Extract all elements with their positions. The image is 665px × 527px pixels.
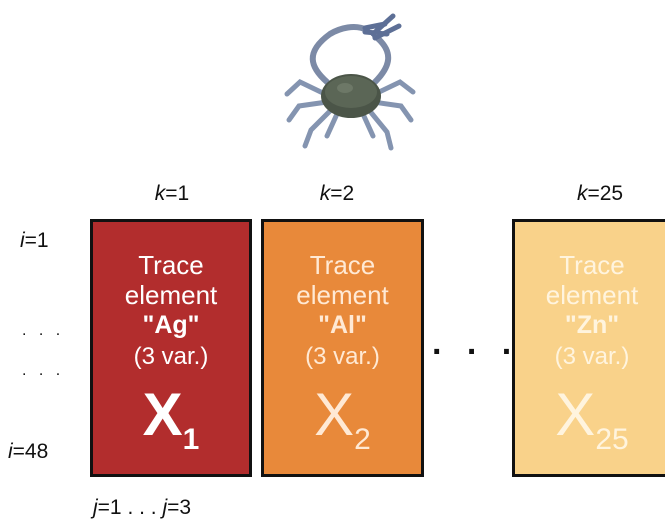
block-matrix-label: X25: [555, 381, 629, 457]
block-line-element: element: [545, 280, 639, 310]
matrix-block-zn: Trace element "Zn" (3 var.) X25: [512, 219, 665, 477]
block-line-trace: Trace: [309, 250, 376, 280]
row-label-first: i=1: [20, 229, 49, 252]
row-ellipsis-2: . . .: [22, 362, 65, 379]
block-element-symbol: "Zn": [564, 311, 620, 339]
block-element-symbol: "Ag": [142, 311, 200, 339]
block-line-trace: Trace: [138, 250, 204, 280]
column-header-k1: k=1: [154, 182, 190, 205]
row-label-last: i=48: [8, 440, 49, 463]
matrix-block-al: Trace element "Al" (3 var.) X2: [261, 219, 424, 477]
block-line-trace: Trace: [559, 250, 625, 280]
crab-illustration: [284, 13, 416, 151]
block-matrix-label: X1: [142, 381, 200, 457]
block-variable-count: (3 var.): [133, 343, 209, 370]
column-header-k2: k=2: [319, 182, 355, 205]
column-variable-labels: j=1 . . . j=3: [93, 496, 192, 519]
block-variable-count: (3 var.): [554, 343, 630, 370]
column-header-k25: k=25: [576, 182, 624, 205]
block-matrix-label: X2: [314, 381, 371, 457]
block-variable-count: (3 var.): [305, 343, 380, 370]
column-ellipsis: . . .: [432, 324, 520, 362]
block-element-symbol: "Al": [318, 311, 367, 339]
block-line-element: element: [124, 280, 218, 310]
block-line-element: element: [296, 280, 389, 310]
matrix-block-ag: Trace element "Ag" (3 var.) X1: [90, 219, 252, 477]
row-ellipsis-1: . . .: [22, 322, 65, 339]
